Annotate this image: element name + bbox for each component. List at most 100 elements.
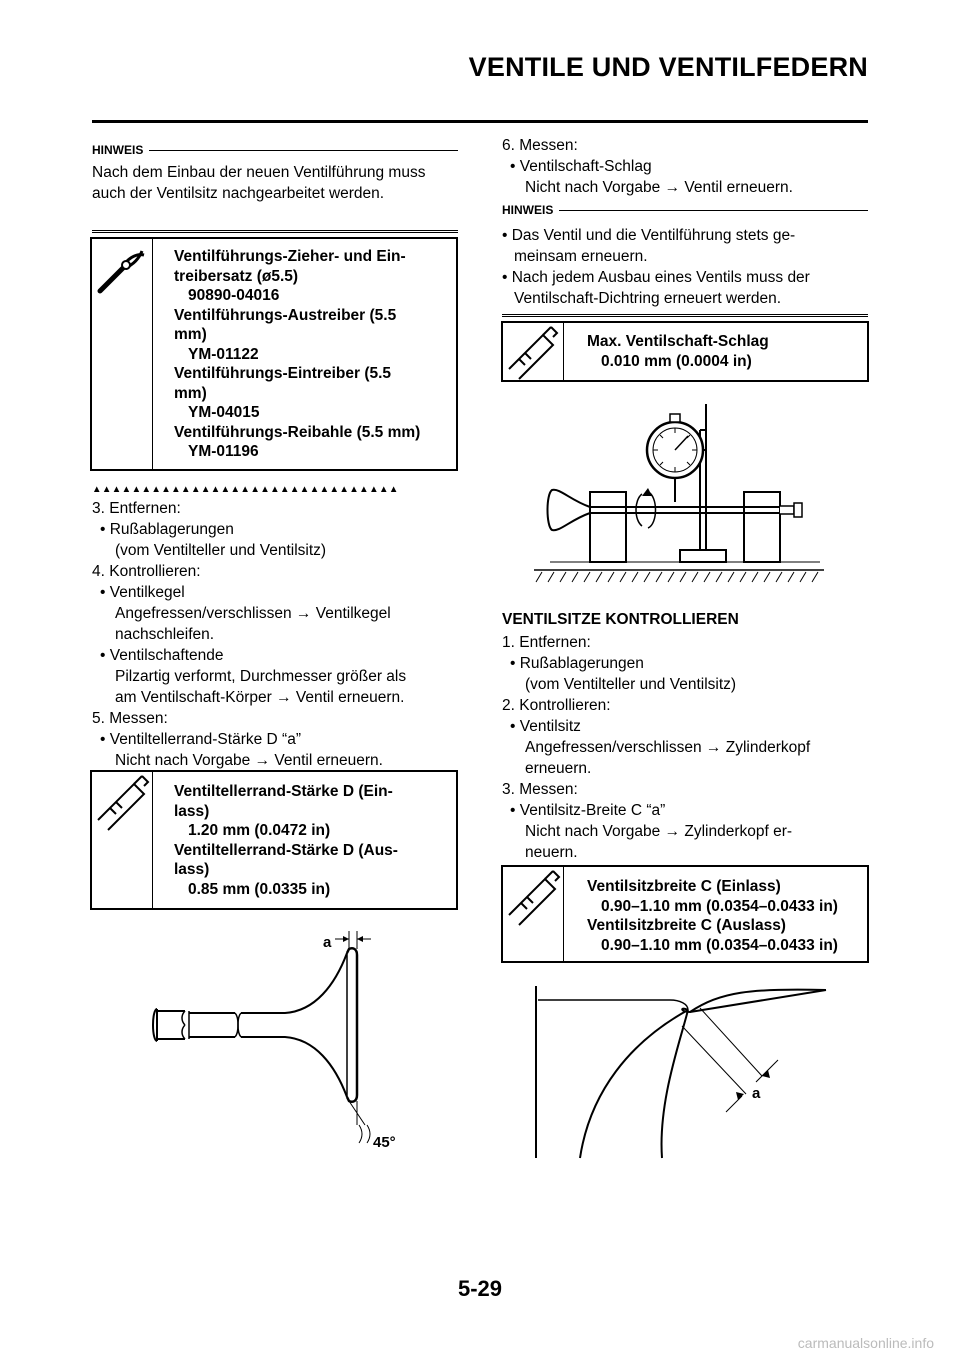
step-line: • Ventilkegel xyxy=(100,584,185,601)
tool-item: Ventilführungs-Austreiber (5.5 mm) YM-0112… xyxy=(174,306,464,365)
step-line: am Ventilschaft-Körper → Ventil erneuern… xyxy=(115,689,405,706)
step-line: Angefressen/verschlissen → Zylinderkopf xyxy=(525,739,811,756)
step-line: (vom Ventilteller und Ventilsitz) xyxy=(525,676,737,693)
spec-value: 0.90–1.10 mm (0.0354–0.0433 in) xyxy=(601,936,838,954)
step-line: • Ventilschaft-Schlag xyxy=(510,158,652,175)
steps-right-bottom: 1. Entfernen: • Rußablagerungen (vom Ven… xyxy=(502,632,872,863)
spec-item: Ventiltellerrand-Stärke D (Ein-lass) 1.20… xyxy=(174,782,454,841)
tool-name: Ventilführungs-Zieher- und Ein- xyxy=(174,248,406,265)
step-line: 3. Messen: xyxy=(502,781,578,798)
tool-number: YM-01122 xyxy=(188,345,259,363)
fig-label-a: a xyxy=(323,934,332,951)
fig-label-a: a xyxy=(752,1085,761,1102)
note-heading-text: HINWEIS xyxy=(502,203,554,217)
spec-name-cont: lass) xyxy=(174,861,210,878)
note-heading-left: HINWEIS xyxy=(92,143,458,157)
tool-number: YM-01196 xyxy=(188,443,259,460)
spec-value: 0.010 mm (0.0004 in) xyxy=(601,352,752,370)
steps-left: 3. Entfernen: • Rußablagerungen (vom Ven… xyxy=(92,498,462,771)
note-heading-line xyxy=(149,149,458,151)
spec-item: Ventilsitzbreite C (Auslass) 0.90–1.10 mm… xyxy=(587,916,873,955)
spec-value: 0.85 mm (0.0335 in) xyxy=(188,880,331,898)
tool-name: Ventilführungs-Austreiber (5.5 xyxy=(174,306,397,324)
step-line: (vom Ventilteller und Ventilsitz) xyxy=(115,542,327,559)
step-line: Nicht nach Vorgabe → Ventil erneuern. xyxy=(525,179,793,196)
note-end-rule xyxy=(502,314,868,317)
tools-box: Ventilführungs-Zieher- und Ein-treibersa… xyxy=(90,237,458,471)
step-line: erneuern. xyxy=(525,760,592,777)
step-line: Angefressen/verschlissen → Ventilkegel xyxy=(115,605,391,622)
step-line: neuern. xyxy=(525,844,578,861)
note-item: • Das Ventil und die Ventilführung stets… xyxy=(502,227,796,244)
step-line: • Ventilsitz xyxy=(510,718,581,735)
step-line: 5. Messen: xyxy=(92,710,168,727)
step-line: 4. Kontrollieren: xyxy=(92,563,201,580)
tool-name: Ventilführungs-Reibahle (5.5 mm) xyxy=(174,423,421,441)
note-item: meinsam erneuern. xyxy=(514,248,648,265)
tool-item: Ventilführungs-Zieher- und Ein-treibersa… xyxy=(174,247,464,306)
note-items-right: • Das Ventil und die Ventilführung stets… xyxy=(502,225,872,309)
seat-width-spec: Ventilsitzbreite C (Einlass) 0.90–1.10 mm… xyxy=(587,877,873,955)
step-line: Nicht nach Vorgabe → Zylinderkopf er- xyxy=(525,823,793,840)
step-line: • Ventiltellerrand-Stärke D “a” xyxy=(100,731,301,748)
step-line: • Rußablagerungen xyxy=(510,655,644,672)
page-title: VENTILE UND VENTILFEDERN xyxy=(468,52,868,82)
valve-margin-spec-box: Ventiltellerrand-Stärke D (Ein-lass) 1.20… xyxy=(90,770,458,910)
tool-item: Ventilführungs-Reibahle (5.5 mm) YM-01196 xyxy=(174,423,464,462)
runout-gauge-figure xyxy=(534,404,824,583)
note-end-rule xyxy=(92,230,458,233)
watermark: carmanualsonline.info xyxy=(797,1335,934,1351)
spec-name-cont: lass) xyxy=(174,802,210,820)
step-line: 1. Entfernen: xyxy=(502,634,591,651)
tools-spec: Ventilführungs-Zieher- und Ein-treibersa… xyxy=(174,247,464,462)
spec-value: 0.90–1.10 mm (0.0354–0.0433 in) xyxy=(601,897,838,915)
tool-icon-cell xyxy=(92,239,153,469)
note-heading-text: HINWEIS xyxy=(92,143,144,157)
tool-icon xyxy=(97,250,145,294)
step-line: Pilzartig verformt, Durchmesser größer a… xyxy=(115,668,407,685)
fig-label-angle: 45° xyxy=(373,1134,396,1151)
step-line: nachschleifen. xyxy=(115,626,215,643)
caution-triangles: ▲▲▲▲▲▲▲▲▲▲▲▲▲▲▲▲▲▲▲▲▲▲▲▲▲▲▲▲▲▲▲ xyxy=(92,484,399,495)
caliper-icon-cell xyxy=(503,323,564,380)
caliper-icon xyxy=(97,775,150,831)
spec-value: 1.20 mm (0.0472 in) xyxy=(188,822,331,839)
spec-name: Max. Ventilschaft-Schlag xyxy=(587,333,769,350)
valve-seat-figure: a xyxy=(535,986,827,1159)
spec-name: Ventilsitzbreite C (Einlass) xyxy=(587,878,781,895)
caliper-icon xyxy=(508,326,559,380)
caliper-icon xyxy=(508,870,561,926)
spec-item: Ventilsitzbreite C (Einlass) 0.90–1.10 mm… xyxy=(587,877,873,916)
spec-item: Ventiltellerrand-Stärke D (Aus-lass) 0.85… xyxy=(174,841,454,900)
step-line: 6. Messen: xyxy=(502,137,578,154)
tool-name-cont: treibersatz (ø5.5) xyxy=(174,267,299,285)
caliper-icon-cell xyxy=(503,867,564,961)
step-line: • Rußablagerungen xyxy=(100,521,234,538)
note-heading-right: HINWEIS xyxy=(502,203,868,217)
step-line: Nicht nach Vorgabe → Ventil erneuern. xyxy=(115,752,383,769)
runout-spec: Max. Ventilschaft-Schlag 0.010 mm (0.000… xyxy=(587,332,857,371)
page-number: 5-29 xyxy=(457,1276,503,1301)
seat-width-spec-box: Ventilsitzbreite C (Einlass) 0.90–1.10 mm… xyxy=(501,865,869,963)
spec-name: Ventiltellerrand-Stärke D (Aus- xyxy=(174,841,398,859)
spec-name: Ventiltellerrand-Stärke D (Ein- xyxy=(174,783,393,800)
title-rule xyxy=(92,120,868,123)
step-line: • Ventilschaftende xyxy=(100,647,224,664)
tool-number: 90890-04016 xyxy=(188,287,280,304)
note-item: • Nach jedem Ausbau eines Ventils muss d… xyxy=(502,269,810,286)
steps-right-top: 6. Messen: • Ventilschaft-Schlag Nicht n… xyxy=(502,135,872,198)
note-text-left: Nach dem Einbau der neuen Ventilführung … xyxy=(92,164,426,202)
valve-margin-spec: Ventiltellerrand-Stärke D (Ein-lass) 1.20… xyxy=(174,782,454,899)
step-line: • Ventilsitz-Breite C “a” xyxy=(510,802,666,819)
spec-name: Ventilsitzbreite C (Auslass) xyxy=(587,917,786,934)
tool-name: Ventilführungs-Eintreiber (5.5 xyxy=(174,365,392,382)
valve-margin-figure: a 45° xyxy=(151,931,396,1151)
step-line: 3. Entfernen: xyxy=(92,500,181,517)
section-heading: VENTILSITZE KONTROLLIEREN xyxy=(502,611,739,628)
runout-spec-box: Max. Ventilschaft-Schlag 0.010 mm (0.000… xyxy=(501,321,869,382)
tool-name-cont: mm) xyxy=(174,326,207,343)
tool-number: YM-04015 xyxy=(188,404,260,421)
tool-item: Ventilführungs-Eintreiber (5.5 mm) YM-0401… xyxy=(174,364,464,423)
tool-name-cont: mm) xyxy=(174,384,207,402)
note-item: Ventilschaft-Dichtring erneuert werden. xyxy=(514,290,782,307)
